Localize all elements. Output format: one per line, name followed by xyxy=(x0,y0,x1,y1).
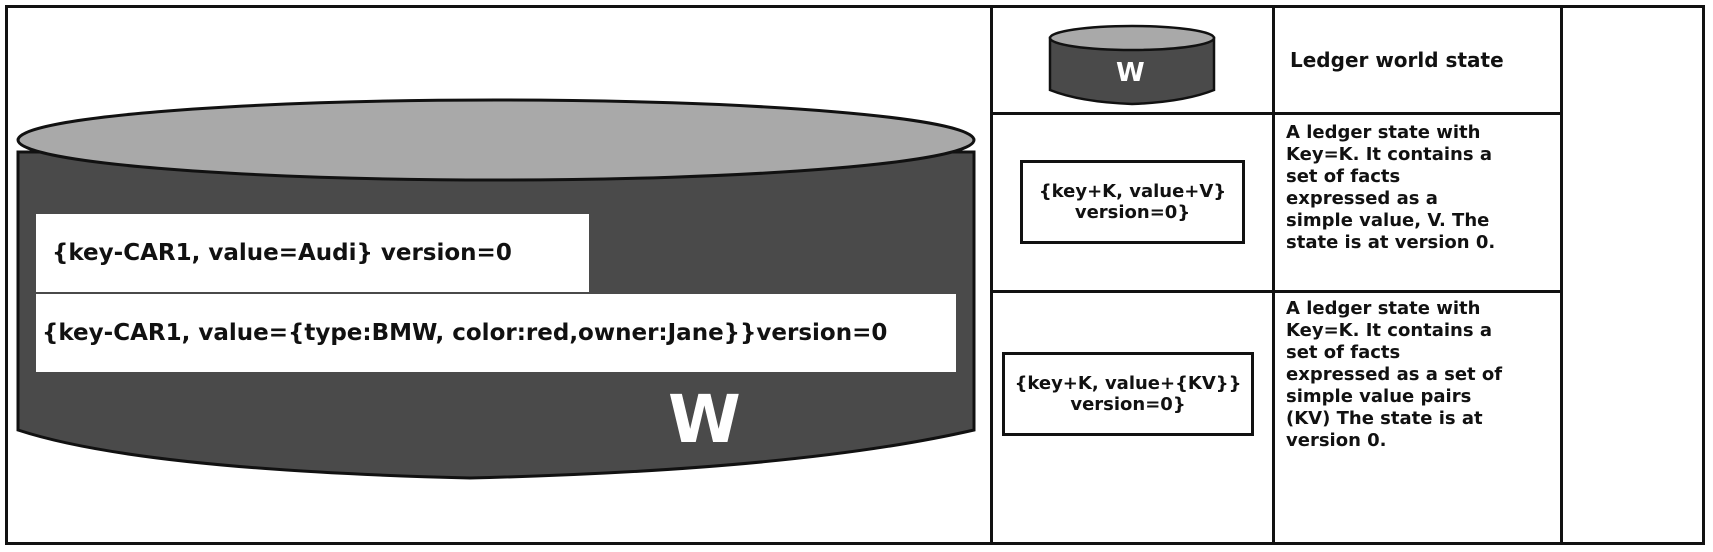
cylinder-label: W xyxy=(668,381,741,458)
diagram-frame xyxy=(5,5,1705,545)
legend-desc-kv-pairs: A ledger state with Key=K. It contains a… xyxy=(1286,298,1503,451)
divider-legend-columns xyxy=(1272,5,1275,545)
legend-desc-simple-value: A ledger state with Key=K. It contains a… xyxy=(1286,122,1496,253)
record-bmw: {key-CAR1, value={type:BMW, color:red,ow… xyxy=(36,294,956,372)
symbol-kv-line1: {key+K, value+{KV}} xyxy=(1014,373,1242,394)
symbol-kv-line2: version=0} xyxy=(1070,394,1186,415)
legend-desc-world-state: Ledger world state xyxy=(1290,48,1504,72)
symbol-simple-line1: {key+K, value+V} xyxy=(1038,181,1227,202)
divider-row-1 xyxy=(990,112,1563,115)
record-bmw-text: {key-CAR1, value={type:BMW, color:red,ow… xyxy=(42,320,888,346)
legend-cylinder-body xyxy=(1048,36,1216,106)
record-audi-text: {key-CAR1, value=Audi} version=0 xyxy=(52,240,512,266)
record-audi: {key-CAR1, value=Audi} version=0 xyxy=(36,214,589,292)
legend-cylinder-label: W xyxy=(1116,58,1145,88)
legend-cylinder-top xyxy=(1048,24,1216,52)
divider-main-legend xyxy=(990,5,993,545)
legend-symbol-kv-pairs: {key+K, value+{KV}} version=0} xyxy=(1002,352,1254,436)
symbol-simple-line2: version=0} xyxy=(1074,202,1191,223)
cylinder-top xyxy=(16,98,976,182)
divider-right-edge xyxy=(1560,5,1563,545)
divider-row-2 xyxy=(990,290,1563,293)
legend-symbol-simple-value: {key+K, value+V} version=0} xyxy=(1020,160,1245,244)
